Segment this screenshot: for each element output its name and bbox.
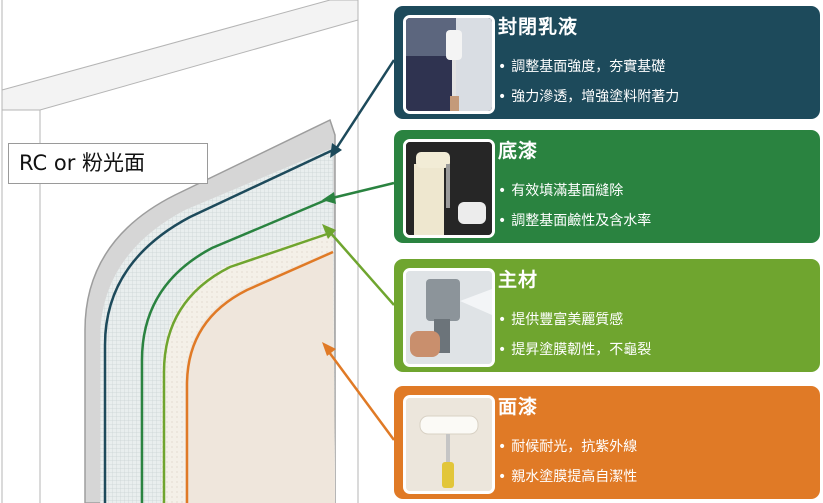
bullet-item: 強力滲透，增強塗料附著力 (498, 82, 679, 112)
roller-on-wall-photo-icon (403, 15, 495, 114)
roller-textured-wall-photo-icon (403, 395, 495, 494)
panel-title: 封閉乳液 (498, 16, 579, 38)
panel-bullets: 調整基面強度，夯實基礎 強力滲透，增強塗料附著力 (498, 52, 679, 112)
arrow-topcoat (322, 342, 396, 441)
bullet-item: 有效填滿基面縫除 (498, 176, 651, 206)
bullet-item: 親水塗膜提高自潔性 (498, 462, 637, 492)
panel-title: 面漆 (498, 396, 539, 418)
panel-topcoat: 面漆 耐候耐光，抗紫外線 親水塗膜提高自潔性 (394, 386, 820, 499)
spray-gun-photo-icon (403, 268, 495, 367)
arrow-primer (322, 181, 395, 204)
bullet-item: 調整基面鹼性及含水率 (498, 206, 651, 236)
panel-bullets: 耐候耐光，抗紫外線 親水塗膜提高自潔性 (498, 432, 637, 492)
bullet-item: 提昇塗膜韌性，不龜裂 (498, 335, 651, 365)
substrate-label: RC or 粉光面 (8, 143, 208, 184)
bullet-item: 耐候耐光，抗紫外線 (498, 432, 637, 462)
panel-primer: 底漆 有效填滿基面縫除 調整基面鹼性及含水率 (394, 130, 820, 243)
arrow-main-material (322, 224, 395, 306)
panel-main-material: 主材 提供豐富美麗質感 提昇塗膜韌性，不龜裂 (394, 259, 820, 372)
bullet-item: 調整基面強度，夯實基礎 (498, 52, 679, 82)
layer-bands (84, 118, 336, 503)
arrow-sealer (330, 59, 396, 158)
panel-sealer: 封閉乳液 調整基面強度，夯實基礎 強力滲透，增強塗料附著力 (394, 6, 820, 119)
panel-title: 主材 (498, 269, 539, 291)
panel-bullets: 提供豐富美麗質感 提昇塗膜韌性，不龜裂 (498, 305, 651, 365)
bullet-item: 提供豐富美麗質感 (498, 305, 651, 335)
panel-bullets: 有效填滿基面縫除 調整基面鹼性及含水率 (498, 176, 651, 236)
panel-title: 底漆 (498, 140, 539, 162)
roller-dark-wall-photo-icon (403, 139, 495, 238)
